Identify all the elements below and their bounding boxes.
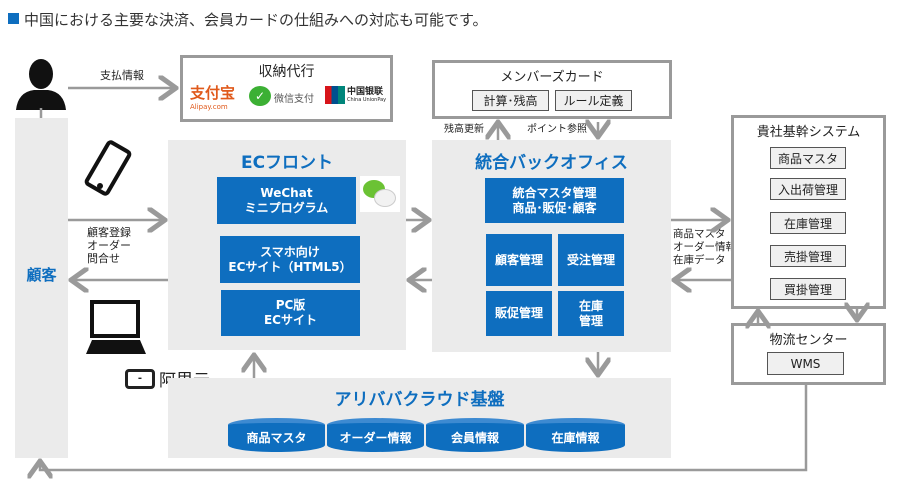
member-card-box: メンバーズカード bbox=[432, 60, 672, 119]
unionpay-logo bbox=[325, 86, 345, 104]
back-office-orders: 受注管理 bbox=[558, 234, 624, 286]
page-heading: 中国における主要な決済、会員カードの仕組みへの対応も可能です。 bbox=[24, 11, 488, 29]
db-inventory-info: 在庫情報 bbox=[526, 418, 625, 452]
ec-front-wechat: WeChat ミニプログラム bbox=[217, 177, 356, 224]
back-office-title: 統合バックオフィス bbox=[475, 153, 628, 173]
person-icon bbox=[16, 59, 66, 110]
customer-label: 顧客 bbox=[26, 266, 57, 284]
core-item-product-master: 商品マスタ bbox=[770, 147, 846, 169]
payment-info-label: 支払情報 bbox=[100, 69, 144, 82]
heading-bullet bbox=[8, 13, 19, 24]
member-card-title: メンバーズカード bbox=[500, 70, 604, 85]
member-card-rules: ルール定義 bbox=[555, 90, 632, 111]
customer-column bbox=[15, 118, 68, 458]
wechat-pay-icon: ✓ bbox=[249, 86, 271, 106]
payment-agency-title: 収納代行 bbox=[258, 64, 315, 80]
ec-front-title: ECフロント bbox=[240, 153, 334, 173]
wechat-icon bbox=[360, 176, 400, 212]
ec-front-pc-site: PC版 ECサイト bbox=[221, 290, 360, 336]
core-item-inventory: 在庫管理 bbox=[770, 212, 846, 234]
db-product-master: 商品マスタ bbox=[228, 418, 325, 452]
back-office-inventory: 在庫 管理 bbox=[558, 291, 624, 336]
point-reference-label: ポイント参照 bbox=[527, 124, 587, 135]
laptop-icon bbox=[86, 300, 146, 354]
core-system-title: 貴社基幹システム bbox=[756, 125, 861, 140]
alibaba-cloud-title: アリババクラウド基盤 bbox=[334, 390, 505, 410]
customer-flow-labels: 顧客登録 オーダー 問合せ bbox=[87, 226, 131, 265]
ec-front-smartphone-site: スマホ向け ECサイト（HTML5） bbox=[220, 236, 360, 283]
core-item-payables: 買掛管理 bbox=[770, 278, 846, 300]
balance-update-label: 残高更新 bbox=[444, 124, 484, 135]
wms-box: WMS bbox=[767, 352, 844, 375]
core-item-shipping: 入出荷管理 bbox=[770, 178, 846, 200]
core-system-box: 貴社基幹システム bbox=[731, 115, 886, 309]
member-card-calc: 計算･残高 bbox=[472, 90, 549, 111]
smartphone-icon bbox=[84, 140, 132, 196]
back-office-master: 統合マスタ管理 商品･販促･顧客 bbox=[485, 178, 624, 223]
logistics-title: 物流センター bbox=[769, 333, 848, 348]
back-office-promotion: 販促管理 bbox=[486, 291, 552, 336]
db-order-info: オーダー情報 bbox=[327, 418, 424, 452]
back-office-customer: 顧客管理 bbox=[486, 234, 552, 286]
core-flow-labels: 商品マスタ オーダー情報 在庫データ bbox=[673, 228, 736, 266]
wechat-pay-label: 微信支付 bbox=[274, 94, 314, 105]
db-member-info: 会員情報 bbox=[426, 418, 524, 452]
core-item-receivables: 売掛管理 bbox=[770, 245, 846, 267]
